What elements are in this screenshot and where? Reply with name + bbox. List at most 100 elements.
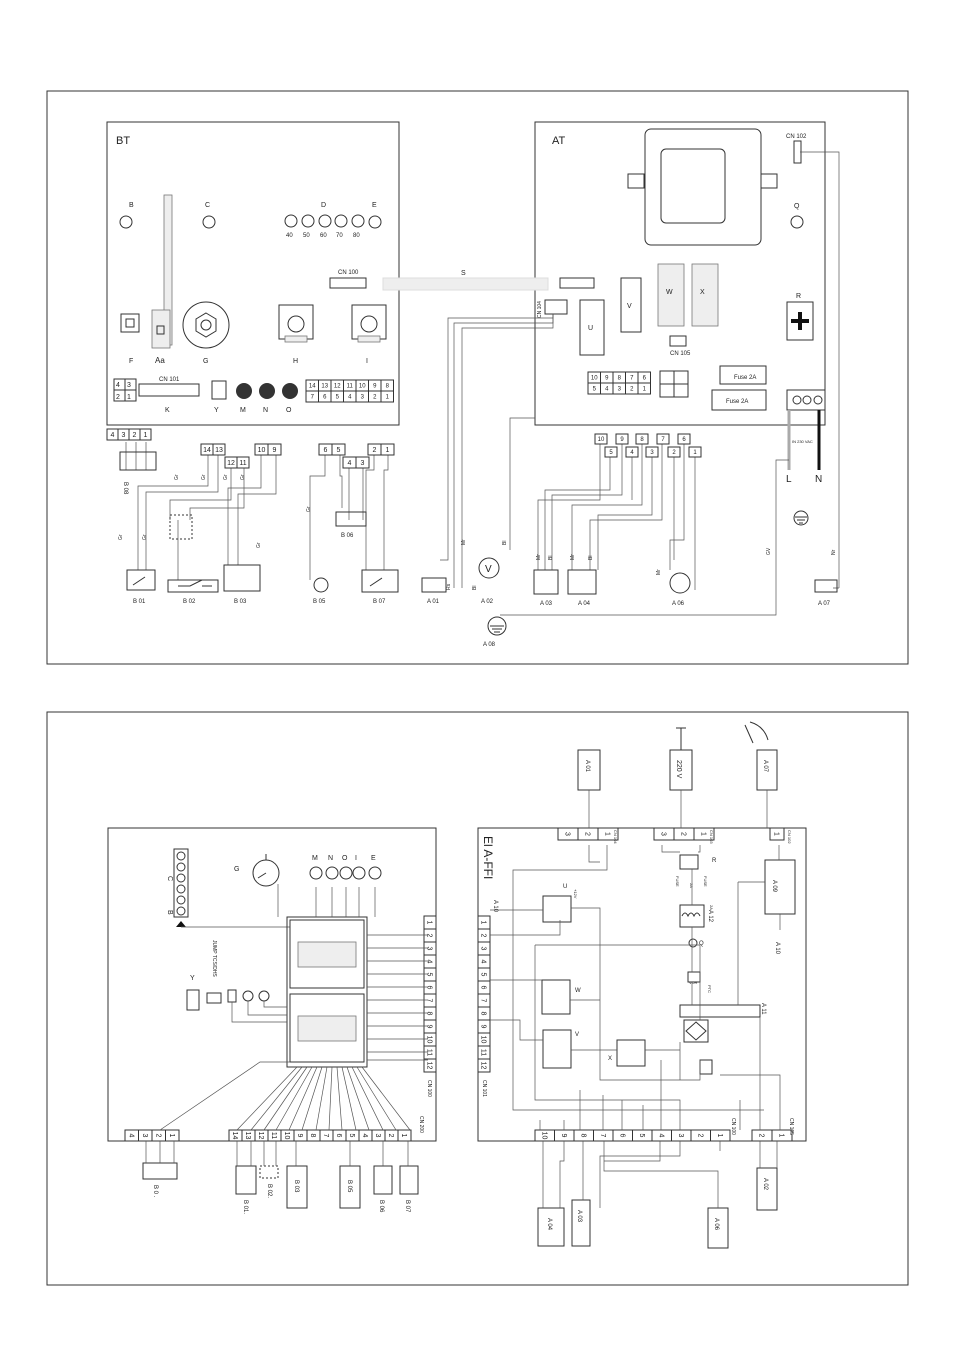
at-term-top-9-cell xyxy=(615,433,629,445)
bt-grid-bot-6: 6 xyxy=(323,395,327,401)
top-wiring xyxy=(125,151,840,616)
at-term-bot-1-cell xyxy=(688,446,702,458)
bt-grid-top-12: 12 xyxy=(334,384,341,390)
strip-right-5: 5 xyxy=(638,1134,645,1138)
at-term-top-10-cell xyxy=(594,433,608,445)
w-relay xyxy=(657,263,685,327)
at-term-top-7-cell xyxy=(656,433,670,445)
volt-label: 220 V xyxy=(675,760,682,779)
fuse-rating-1: 2A xyxy=(689,883,694,888)
b05-sensor xyxy=(313,577,329,593)
flame-icon xyxy=(744,721,769,744)
marker-v: V xyxy=(627,303,632,310)
fuse-label-2: FUSE xyxy=(703,876,708,887)
strip-mid-4: 4 xyxy=(361,1134,368,1138)
b03-term-9-cell xyxy=(267,443,282,456)
at-term-bot-1: 1 xyxy=(693,450,697,456)
marker-r: R xyxy=(796,293,801,300)
bottom-marker-e: E xyxy=(371,855,376,862)
strip-right-1: 1 xyxy=(716,1134,723,1138)
a01-valve xyxy=(421,577,447,593)
strip-cn105-1-cell xyxy=(771,1129,793,1142)
mid-term-11-cell xyxy=(236,456,250,469)
wire-color-4: Gr xyxy=(223,474,229,480)
wire-color-6: Gr xyxy=(256,542,262,548)
v-relay xyxy=(620,277,642,333)
bottom-marker-i: I xyxy=(355,855,357,862)
a02-label: A 02 xyxy=(481,599,494,605)
b06-switch xyxy=(335,511,367,527)
at-term-bot-5: 5 xyxy=(609,450,613,456)
a07b-label: A 07 xyxy=(762,760,768,773)
at-schematic-board xyxy=(477,827,807,1142)
cn100-left-9: 9 xyxy=(426,1025,433,1029)
strip-mid-8: 8 xyxy=(309,1134,316,1138)
a09-label: A 09 xyxy=(771,880,777,893)
d-temp-60: 60 xyxy=(320,233,327,239)
b02-link xyxy=(169,514,193,540)
wire-color-2: Gr xyxy=(174,474,180,480)
bt-grid-top-11: 11 xyxy=(347,384,354,390)
a04-gas-valve xyxy=(567,569,597,595)
bt-grid-bot-1-cell xyxy=(380,390,394,403)
marker-i: I xyxy=(366,358,368,365)
wire-color-10: Mr xyxy=(536,554,542,560)
bottom-marker-u: U xyxy=(563,884,567,890)
at-term-bot-3: 3 xyxy=(650,450,654,456)
left-term-13: 13 xyxy=(215,447,223,454)
k-4: 4 xyxy=(116,382,120,389)
cn100-right-7: 7 xyxy=(480,999,487,1003)
mcu-frame-2 xyxy=(289,993,365,1063)
strip-mid-13: 13 xyxy=(244,1132,251,1140)
b01b-label: B 01. xyxy=(242,1200,248,1214)
board-title: El A-FFI xyxy=(481,836,495,879)
fuse-2-label: Fuse 2A xyxy=(726,399,748,405)
cn100-right-8: 8 xyxy=(480,1012,487,1016)
wire-color-8: Mr xyxy=(461,539,467,545)
cn100-right-5: 5 xyxy=(480,973,487,977)
k-2: 2 xyxy=(116,394,120,401)
a03b-label: A 03 xyxy=(576,1210,582,1223)
b05b-term-3: 3 xyxy=(361,460,365,467)
cn100-left-10: 10 xyxy=(426,1036,433,1044)
a07-term-1: 1 xyxy=(773,832,780,836)
d-temp-80: 80 xyxy=(353,233,360,239)
jump-connector xyxy=(206,992,222,1004)
at-grid-top-6: 6 xyxy=(643,376,647,382)
cn104-connector xyxy=(544,299,568,315)
cn100-right-6: 6 xyxy=(480,986,487,990)
a01-term-2: 2 xyxy=(584,832,591,836)
a12-label: A 12 xyxy=(707,910,713,923)
at-internal-wiring xyxy=(490,790,781,1130)
cn100-left-5: 5 xyxy=(426,973,433,977)
d-temp-70: 70 xyxy=(336,233,343,239)
i-pot-icon xyxy=(351,304,387,343)
at-grid-top-7: 7 xyxy=(630,376,634,382)
a01-label: A 01 xyxy=(427,599,440,605)
at-term-bot-5-cell xyxy=(604,446,618,458)
cn100-left-6: 6 xyxy=(426,986,433,990)
strip-right-8: 8 xyxy=(579,1134,586,1138)
left-term-13-cell xyxy=(212,443,226,456)
strip-mid-1: 1 xyxy=(400,1134,407,1138)
marker-n: N xyxy=(263,407,268,414)
at-grid-top-9: 9 xyxy=(605,376,609,382)
a03-schem xyxy=(571,1199,591,1247)
mcu-housing xyxy=(286,916,368,1068)
a10-label: A 10 xyxy=(492,900,498,913)
t220-term-3: 3 xyxy=(660,832,667,836)
at-term-top-9: 9 xyxy=(620,437,624,443)
wire-color-9: Bl xyxy=(502,541,508,545)
bt-markers xyxy=(119,215,382,229)
a07-label: A 07 xyxy=(818,601,831,607)
strip-left-1-cell xyxy=(165,1129,180,1142)
b07-label: B 07 xyxy=(373,599,386,605)
wire-color-13: Bl xyxy=(588,556,594,560)
a08-label: A 08 xyxy=(483,642,496,648)
bt-label: BT xyxy=(116,135,130,147)
jump-label: JUMP TCS/DHS xyxy=(211,940,217,977)
marker-b: B xyxy=(129,202,134,209)
strip-cn105-2: 2 xyxy=(758,1134,765,1138)
